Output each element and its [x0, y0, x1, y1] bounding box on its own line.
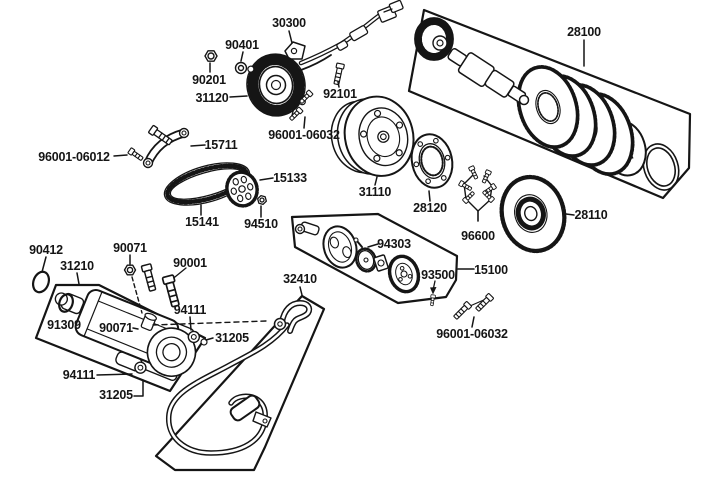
part-label-31210: 31210	[60, 259, 94, 273]
clip-94510-art	[257, 195, 267, 205]
reference-dashed-lines	[131, 276, 267, 326]
part-label-90001: 90001	[173, 256, 207, 270]
bolts-96001-06032-top-art	[287, 89, 314, 123]
part-label-31205-lower: 31205	[99, 388, 133, 402]
leader-lines	[41, 30, 585, 397]
part-label-96001-06032-top: 96001-06032	[268, 128, 340, 142]
stator-art	[246, 53, 306, 117]
sprocket-15133-art	[225, 170, 259, 208]
drive-plate-art	[410, 133, 454, 189]
nut-90201-art	[204, 50, 218, 62]
part-label-93500: 93500	[421, 268, 455, 282]
part-label-90071-top: 90071	[113, 241, 147, 255]
part-label-32410: 32410	[283, 272, 317, 286]
part-label-92101: 92101	[323, 87, 357, 101]
part-label-96001-06012: 96001-06012	[38, 150, 110, 164]
part-label-31205-right: 31205	[215, 331, 249, 345]
part-label-90201: 90201	[192, 73, 226, 87]
part-label-15133: 15133	[273, 171, 307, 185]
bolts-96600-art	[457, 165, 498, 222]
part-label-94111-lower: 94111	[62, 368, 96, 382]
bolts-90001-art	[140, 262, 187, 309]
part-label-90071-mid: 90071	[99, 321, 133, 335]
flywheel-art	[330, 95, 415, 177]
driven-gear-art	[499, 174, 567, 254]
part-label-96001-06032-bottom: 96001-06032	[436, 327, 508, 341]
part-label-96600: 96600	[461, 229, 495, 243]
part-label-28110: 28110	[574, 208, 608, 222]
part-label-15141: 15141	[185, 215, 219, 229]
starter-clutch-art	[290, 212, 459, 307]
part-label-15711: 15711	[204, 138, 238, 152]
part-label-28100: 28100	[567, 25, 601, 39]
bolts-96001-06032-bottom-art	[452, 292, 495, 321]
part-label-30300: 30300	[272, 16, 306, 30]
nut-90071-art	[123, 264, 137, 276]
part-label-31120: 31120	[195, 91, 229, 105]
part-label-31110: 31110	[358, 185, 392, 199]
chain-guide-15711-art	[142, 127, 190, 169]
oring-91309-art	[58, 293, 74, 313]
part-label-91309: 91309	[47, 318, 81, 332]
part-label-90401: 90401	[225, 38, 259, 52]
starter-motor-art	[34, 283, 208, 393]
clutch-assembly-art	[407, 8, 692, 200]
part-label-94303: 94303	[377, 237, 411, 251]
stator-harness-art	[284, 0, 404, 71]
part-label-15100: 15100	[474, 263, 508, 277]
part-label-94111-upper: 94111	[173, 303, 207, 317]
part-label-94510: 94510	[244, 217, 278, 231]
part-label-28120: 28120	[413, 201, 447, 215]
washer-90401-art	[234, 61, 248, 75]
part-label-90412: 90412	[29, 243, 63, 257]
oring-90412-art	[31, 270, 51, 294]
starter-cable-art	[154, 294, 326, 472]
